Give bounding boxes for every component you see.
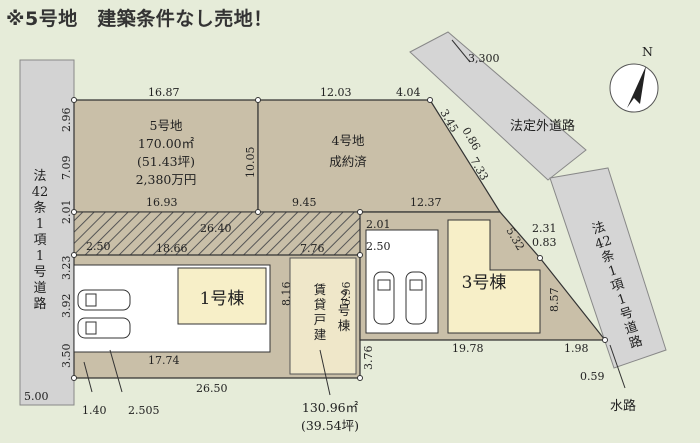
car-2: [77, 317, 131, 339]
svg-text:7.09: 7.09: [60, 156, 73, 181]
lot4-name: 4号地: [332, 133, 365, 148]
svg-text:棟: 棟: [338, 318, 351, 333]
svg-text:道: 道: [623, 319, 640, 337]
svg-text:2: 2: [340, 288, 348, 303]
svg-text:3.23: 3.23: [60, 256, 73, 281]
svg-text:号: 号: [618, 305, 635, 323]
svg-text:号: 号: [338, 303, 351, 318]
svg-text:42: 42: [32, 185, 49, 200]
svg-text:戸: 戸: [314, 312, 327, 327]
north-arrow-icon: [627, 66, 646, 108]
svg-text:1.98: 1.98: [564, 342, 589, 355]
svg-text:12.03: 12.03: [320, 86, 352, 99]
svg-text:16.87: 16.87: [148, 86, 180, 99]
private-road-label: 法定外道路: [510, 118, 575, 134]
svg-text:42: 42: [593, 233, 613, 252]
car-4: [405, 271, 427, 325]
svg-text:0.86: 0.86: [459, 125, 483, 153]
svg-text:7.76: 7.76: [300, 242, 325, 255]
svg-text:3.76: 3.76: [362, 346, 375, 371]
svg-text:2.96: 2.96: [60, 108, 73, 133]
svg-text:18.66: 18.66: [156, 242, 188, 255]
private-road: [409, 31, 587, 181]
right-road: [549, 167, 667, 369]
svg-text:2.50: 2.50: [86, 240, 111, 253]
svg-text:3.50: 3.50: [60, 344, 73, 369]
svg-text:0.59: 0.59: [580, 370, 605, 383]
svg-text:8.57: 8.57: [548, 288, 561, 313]
svg-text:路: 路: [33, 296, 46, 312]
svg-text:26.40: 26.40: [200, 222, 232, 235]
car-1: [77, 289, 131, 311]
svg-text:5.32: 5.32: [503, 225, 527, 253]
svg-text:5.00: 5.00: [24, 390, 49, 403]
lot5-name: 5号地: [150, 118, 183, 133]
lot4-status: 成約済: [329, 154, 367, 169]
svg-text:1: 1: [36, 217, 44, 232]
lot5-tsubo: (51.43坪): [137, 154, 195, 169]
svg-text:8.16: 8.16: [280, 282, 293, 307]
svg-text:2.31: 2.31: [532, 222, 557, 235]
north-circle: [609, 63, 659, 113]
svg-text:12.37: 12.37: [410, 196, 442, 209]
bldg3-footprint: [447, 219, 541, 334]
svg-text:4.04: 4.04: [396, 86, 421, 99]
svg-text:16.93: 16.93: [146, 196, 178, 209]
svg-text:項: 項: [609, 277, 626, 295]
svg-text:賃: 賃: [314, 282, 327, 297]
svg-text:0.83: 0.83: [532, 236, 557, 249]
svg-text:2.01: 2.01: [366, 218, 391, 231]
svg-text:9.45: 9.45: [292, 196, 317, 209]
svg-text:建: 建: [314, 327, 327, 342]
waterway-label: 水路: [610, 398, 636, 414]
right-road-label: 法 42 条 1 項 1 号 道 路: [590, 220, 644, 352]
bldg1-label: 1号棟: [200, 289, 245, 309]
bldg1-footprint: [177, 267, 267, 325]
dimensions: 3,300 16.87 12.03 4.04 2.96 7.09 10.05 3…: [24, 52, 605, 417]
bldg3-label: 3号棟: [462, 273, 507, 293]
svg-text:10.05: 10.05: [244, 147, 257, 179]
svg-text:6.96: 6.96: [340, 282, 353, 307]
svg-text:1: 1: [36, 249, 44, 264]
page-title: ※5号地 建築条件なし売地！: [6, 8, 273, 30]
svg-text:2.505: 2.505: [128, 404, 160, 417]
svg-text:条: 条: [599, 247, 616, 266]
svg-text:路: 路: [627, 333, 644, 352]
svg-text:3.92: 3.92: [60, 294, 73, 319]
svg-text:2.01: 2.01: [60, 200, 73, 225]
svg-text:19.78: 19.78: [452, 342, 484, 355]
svg-text:3,300: 3,300: [468, 52, 500, 65]
svg-text:条: 条: [33, 200, 46, 216]
bldg2-footprint: [289, 257, 357, 375]
svg-text:26.50: 26.50: [196, 382, 228, 395]
svg-text:1.40: 1.40: [82, 404, 107, 417]
bottom-area: 130.96㎡: [302, 400, 359, 415]
bottom-tsubo: (39.54坪): [301, 418, 359, 433]
svg-text:法: 法: [33, 169, 46, 184]
bldg2-label: 2 号 棟: [338, 288, 351, 333]
rental-label: 賃 貸 戸 建: [314, 282, 327, 342]
svg-text:項: 項: [33, 233, 46, 248]
svg-text:貸: 貸: [314, 297, 327, 312]
svg-text:7.33: 7.33: [467, 155, 491, 183]
car-3: [373, 271, 395, 325]
svg-text:法: 法: [590, 220, 607, 238]
lot5-area: 170.00㎡: [138, 136, 195, 151]
left-road-label: 法 42 条 1 項 1 号 道 路: [32, 169, 49, 312]
svg-text:17.74: 17.74: [148, 354, 180, 367]
north-label: N: [642, 44, 653, 59]
svg-text:号: 号: [33, 265, 46, 280]
svg-text:2.50: 2.50: [366, 240, 391, 253]
lot5-price: 2,380万円: [136, 172, 197, 187]
svg-text:3.45: 3.45: [437, 107, 461, 135]
left-road: [19, 59, 75, 406]
svg-text:道: 道: [33, 281, 46, 296]
